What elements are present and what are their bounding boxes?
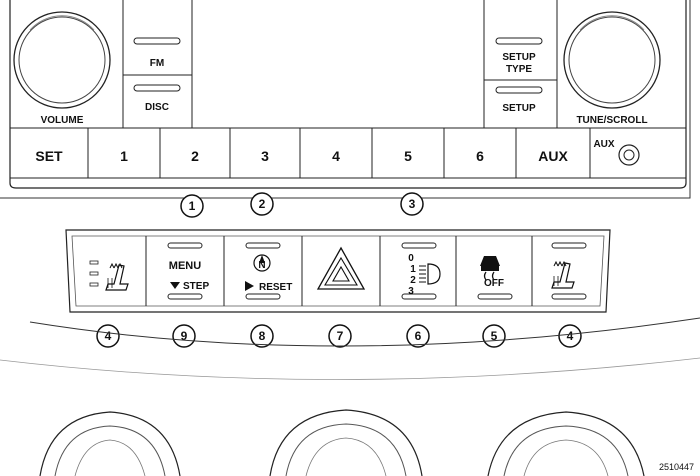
fm-button[interactable]: [133, 37, 181, 45]
callout-5-number: 5: [491, 329, 498, 343]
aux-jack[interactable]: [618, 144, 640, 166]
callout-bottom-7: [328, 324, 352, 348]
tune-scroll-knob[interactable]: [563, 11, 661, 109]
callout-3: [400, 192, 424, 216]
heated-seat-icon: [105, 262, 129, 291]
callout-2-number: 2: [259, 197, 266, 211]
setup-label: SETUP: [502, 103, 536, 114]
disc-button[interactable]: [133, 84, 181, 92]
dimmer-level-2: 2: [410, 275, 416, 286]
callout-4-left-number: 4: [105, 329, 112, 343]
callout-bottom-6: [406, 324, 430, 348]
callout-bottom-4-right: [558, 324, 582, 348]
compass-letter: N: [258, 260, 265, 271]
left-heated-seat-button[interactable]: [89, 260, 99, 287]
traction-off-button[interactable]: [477, 293, 513, 300]
dimmer-level-3: 3: [408, 286, 414, 297]
callout-1-number: 1: [189, 199, 196, 213]
aux-jack-label: AUX: [593, 139, 614, 150]
right-air-vent: [487, 411, 645, 476]
fm-label: FM: [150, 58, 164, 69]
compass-reset-button[interactable]: [245, 242, 281, 300]
traction-off-label: OFF: [484, 278, 504, 289]
callout-bottom-9: [172, 324, 196, 348]
aux-button[interactable]: AUX: [538, 148, 568, 164]
callout-9-number: 9: [181, 329, 188, 343]
callout-1: [180, 194, 204, 218]
tune-scroll-label: TUNE/SCROLL: [576, 115, 647, 126]
hazard-triangle-icon: [332, 265, 350, 282]
dimmer-button[interactable]: [401, 242, 437, 300]
dash-contour-lines: [0, 317, 700, 380]
traction-control-icon: [480, 256, 500, 281]
preset-1-button[interactable]: 1: [120, 148, 128, 164]
reset-arrow-icon: [245, 281, 254, 291]
right-heated-seat-button[interactable]: [551, 242, 587, 300]
heated-seat-icon: [551, 260, 575, 289]
hazard-button[interactable]: [316, 246, 366, 290]
setup-type-label-line2: TYPE: [506, 64, 532, 75]
setup-type-button[interactable]: [495, 37, 543, 45]
callout-2: [250, 192, 274, 216]
preset-6-button[interactable]: 6: [476, 148, 484, 164]
volume-knob[interactable]: [13, 11, 111, 109]
left-air-vent: [39, 411, 181, 476]
headlamp-icon: [419, 263, 441, 285]
step-down-arrow-icon: [170, 282, 180, 289]
dimmer-level-0: 0: [408, 253, 414, 264]
preset-row: [87, 128, 591, 178]
setup-button[interactable]: [495, 86, 543, 94]
menu-label: MENU: [169, 260, 201, 272]
switch-bank: [65, 229, 611, 313]
menu-step-button[interactable]: [167, 242, 203, 300]
preset-set-button[interactable]: SET: [35, 148, 63, 164]
preset-4-button[interactable]: 4: [332, 148, 340, 164]
callout-7-number: 7: [337, 329, 344, 343]
callout-bottom-8: [250, 324, 274, 348]
volume-label: VOLUME: [41, 115, 84, 126]
callout-8-number: 8: [259, 329, 266, 343]
compass-icon: [253, 254, 271, 272]
step-label: STEP: [183, 281, 209, 292]
disc-label: DISC: [145, 102, 169, 113]
preset-2-button[interactable]: 2: [191, 148, 199, 164]
preset-3-button[interactable]: 3: [261, 148, 269, 164]
setup-type-label-line1: SETUP: [502, 52, 536, 63]
dimmer-level-1: 1: [410, 264, 416, 275]
center-air-vent: [269, 409, 423, 476]
reset-label: RESET: [259, 282, 292, 293]
preset-5-button[interactable]: 5: [404, 148, 412, 164]
callout-4-right-number: 4: [567, 329, 574, 343]
callout-bottom-4-left: [96, 324, 120, 348]
callout-3-number: 3: [409, 197, 416, 211]
figure-id: 2510447: [659, 462, 694, 472]
radio-faceplate: [0, 0, 691, 199]
callout-6-number: 6: [415, 329, 422, 343]
